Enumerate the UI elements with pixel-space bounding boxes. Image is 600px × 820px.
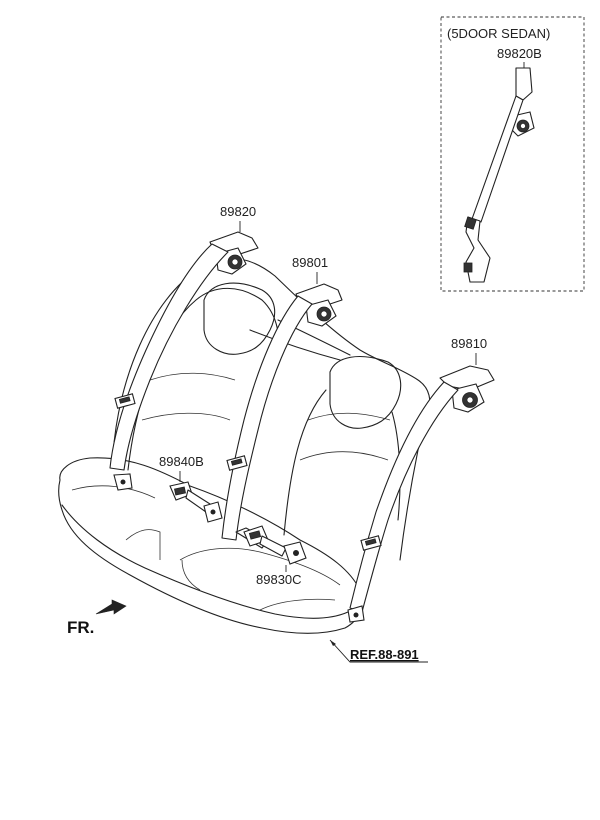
front-direction-indicator: FR. (67, 599, 127, 637)
center-webbing (221, 295, 313, 541)
reference-label: REF.88-891 (350, 647, 419, 662)
inset-5door-sedan: (5DOOR SEDAN) 89820B (440, 16, 585, 292)
label-89820: 89820 (220, 204, 256, 219)
center-retractor (305, 299, 337, 327)
right-headrest (329, 356, 402, 429)
inset-webbing (471, 95, 524, 223)
label-89810: 89810 (451, 336, 487, 351)
front-label: FR. (67, 618, 94, 637)
buckle-89830C: 89830C (243, 525, 307, 587)
left-belt-89820: 89820 (109, 204, 259, 491)
right-belt-89810: 89810 (347, 336, 495, 623)
buckle-89840B: 89840B (159, 454, 223, 523)
right-retractor (451, 383, 485, 413)
label-89840B: 89840B (159, 454, 204, 469)
label-89820B: 89820B (497, 46, 542, 61)
label-89801: 89801 (292, 255, 328, 270)
inset-retractor (511, 111, 535, 137)
front-arrow-icon (95, 599, 127, 615)
inset-border (440, 16, 585, 292)
left-webbing (109, 243, 229, 471)
label-89830C: 89830C (256, 572, 302, 587)
inset-title: (5DOOR SEDAN) (447, 26, 550, 41)
left-headrest (203, 282, 276, 355)
right-webbing (349, 381, 459, 613)
inset-upper-guide (515, 67, 533, 101)
center-belt-89801: 89801 (221, 255, 343, 549)
reference-callout: REF.88-891 (329, 639, 428, 663)
